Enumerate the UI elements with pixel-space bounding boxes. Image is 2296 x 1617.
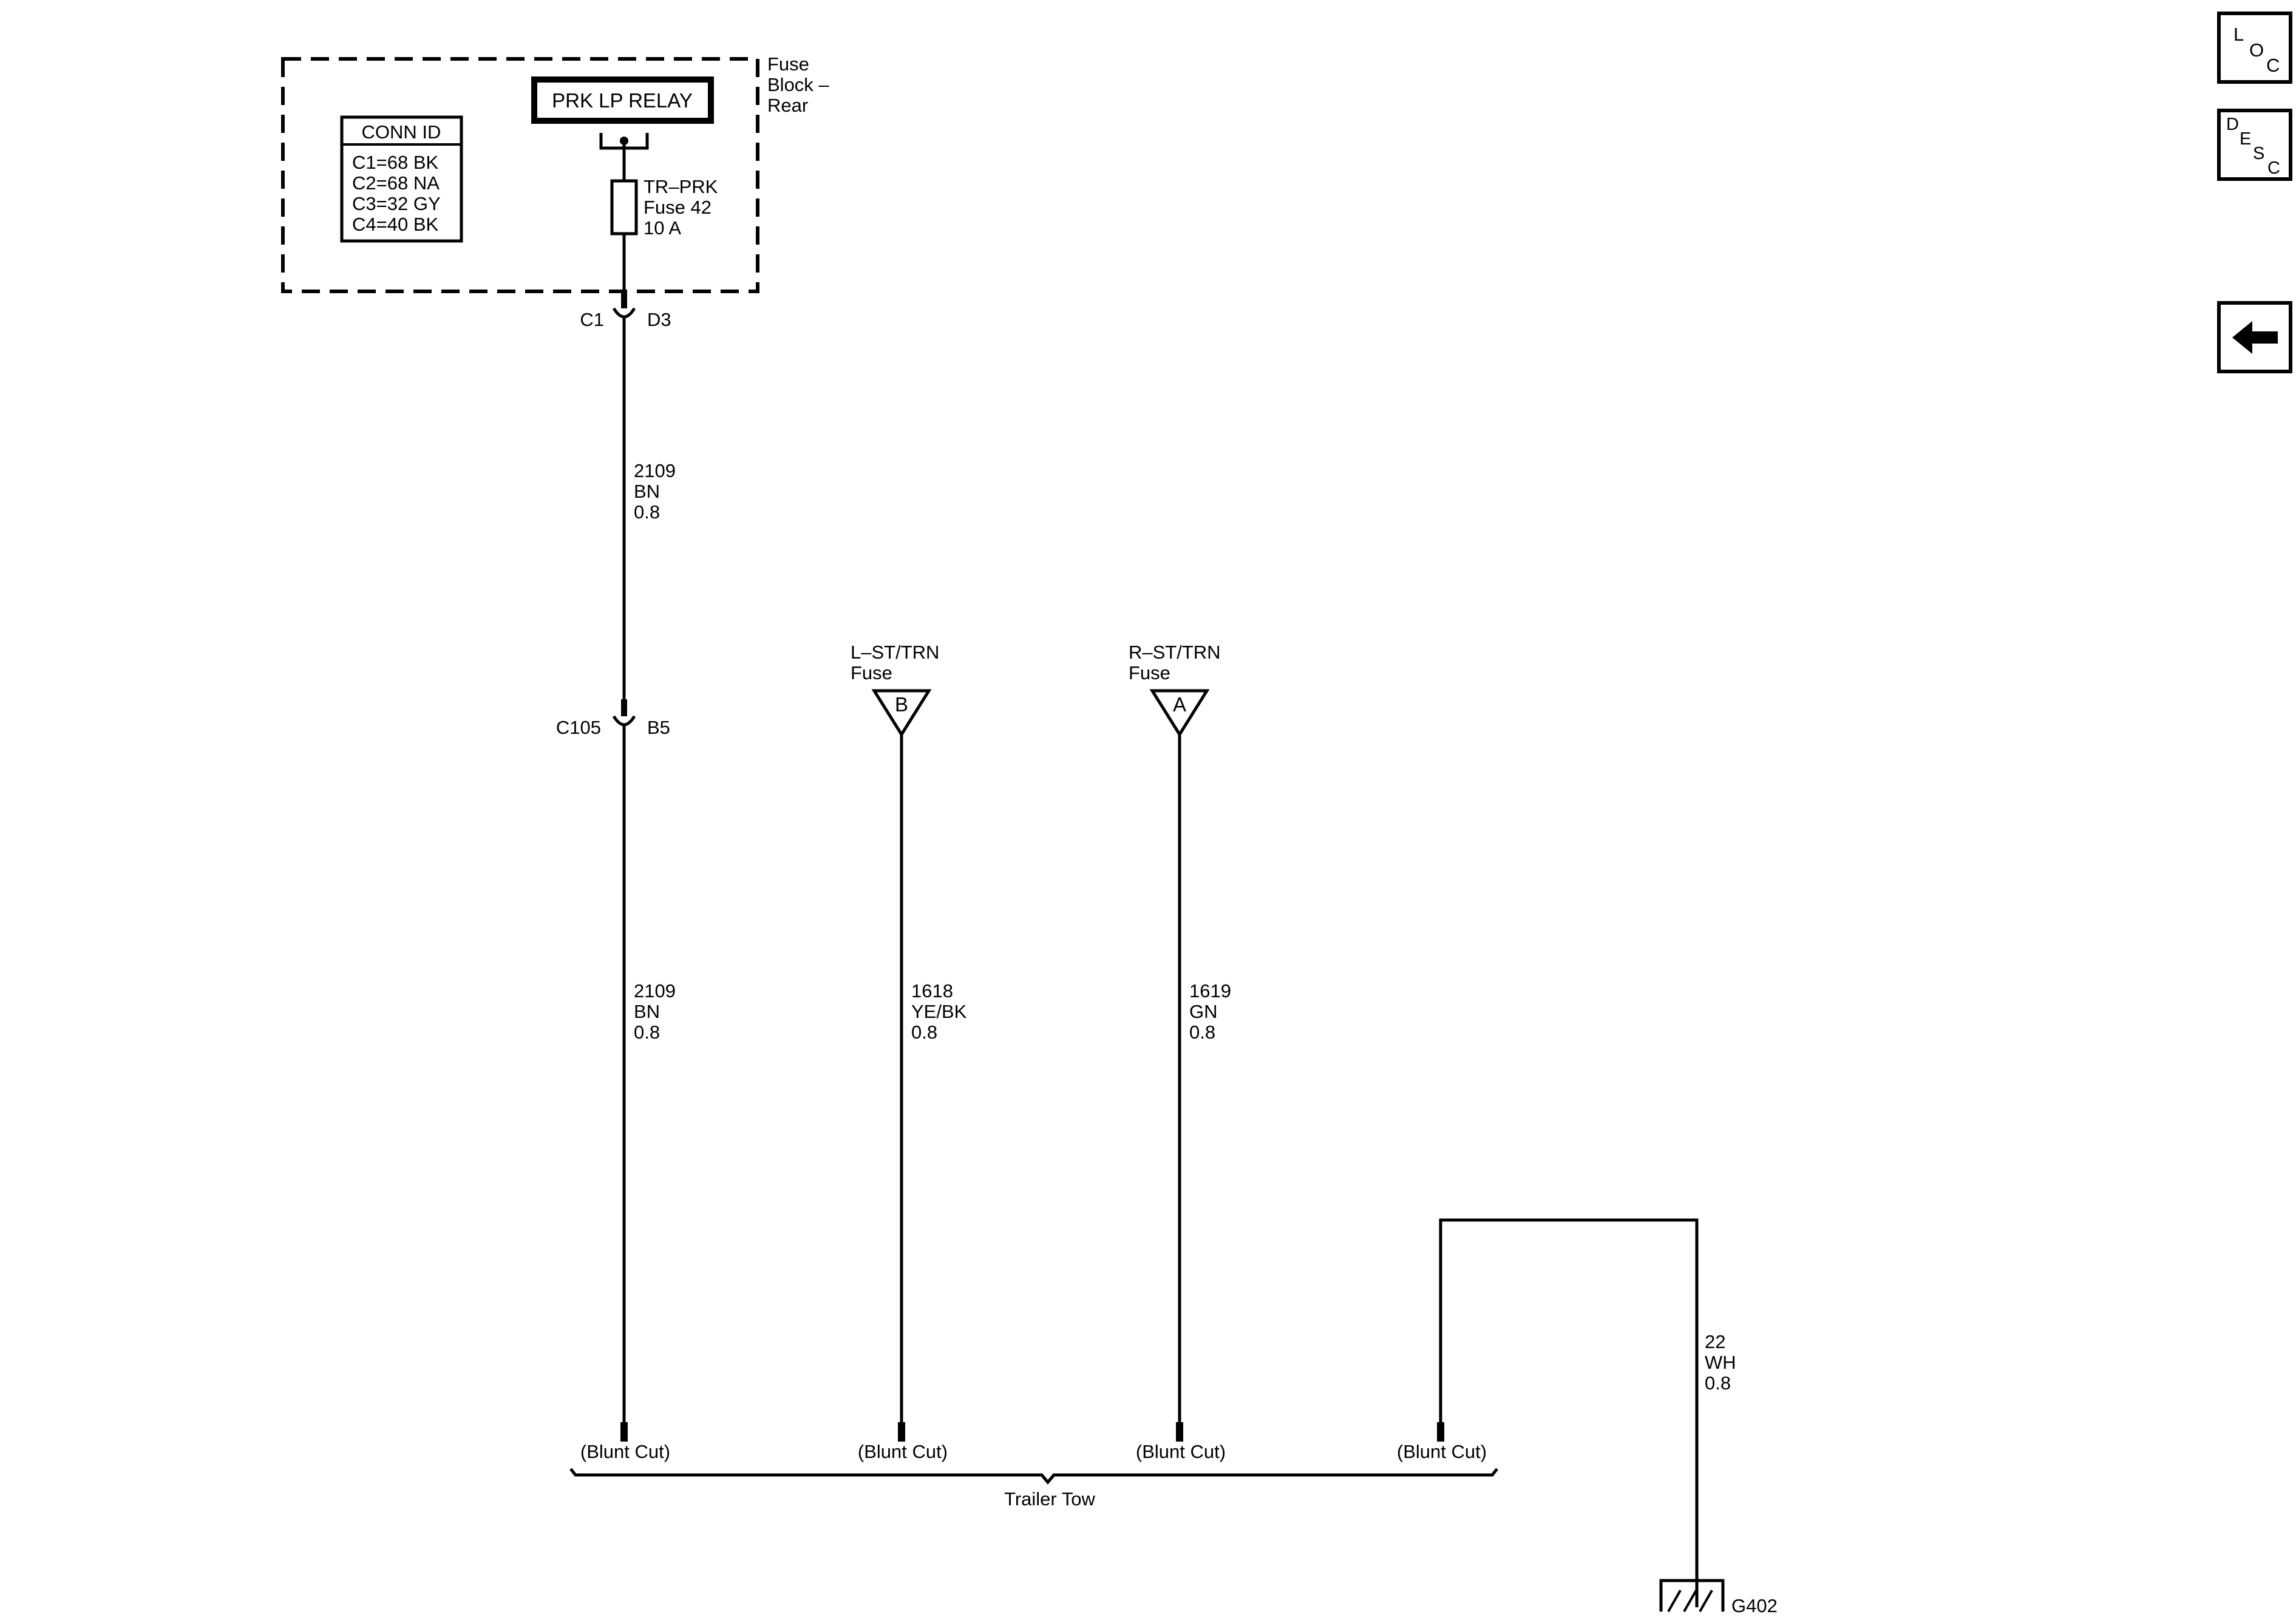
- conn-id-row: C3=32 GY: [352, 193, 441, 214]
- blunt-cut-label: (Blunt Cut): [1397, 1441, 1487, 1462]
- blunt-cut-label: (Blunt Cut): [1136, 1441, 1226, 1462]
- loc-letter: C: [2266, 55, 2280, 76]
- triangle-reference-icon: [1149, 689, 1210, 737]
- triangle-reference-icon: [871, 689, 932, 737]
- wire-label: 0.8: [634, 501, 660, 523]
- wire-label: 22: [1705, 1331, 1725, 1352]
- wire-label: 0.8: [634, 1022, 660, 1043]
- harness-label: Trailer Tow: [1004, 1488, 1095, 1510]
- fuse-ref-left-2: Fuse: [851, 662, 892, 683]
- wire-1618: L–ST/TRN Fuse B 1618 YE/BK 0.8: [851, 642, 967, 1442]
- wire-label: 1619: [1189, 980, 1231, 1002]
- ground-icon: [1659, 1579, 1725, 1612]
- blunt-cut-label: (Blunt Cut): [858, 1441, 948, 1462]
- conn-id-row: C2=68 NA: [352, 172, 440, 194]
- conn-id-header: CONN ID: [362, 121, 441, 143]
- fuse-label-2: Fuse 42: [644, 197, 712, 218]
- ground-label: G402: [1731, 1595, 1778, 1616]
- desc-letter: S: [2253, 144, 2264, 163]
- connector-c105-icon: [612, 715, 636, 727]
- wire-label: YE/BK: [911, 1001, 967, 1022]
- desc-button[interactable]: D E S C: [2217, 109, 2292, 181]
- wire-label: 0.8: [1189, 1022, 1215, 1043]
- fuse-ref-left-1: L–ST/TRN: [851, 642, 939, 663]
- wire-label: WH: [1705, 1352, 1736, 1373]
- connector-c1-icon: [612, 307, 636, 319]
- fuse-ref-right-letter: A: [1173, 693, 1186, 716]
- fuse-block-rear: Fuse Block – Rear CONN ID C1=68 BK C2=68…: [281, 53, 829, 293]
- conn-id-row: C1=68 BK: [352, 152, 439, 173]
- wire-22: 22 WH 0.8: [1437, 1218, 1736, 1607]
- harness-brace: [569, 1468, 1498, 1485]
- conn-id-table: CONN ID C1=68 BK C2=68 NA C3=32 GY C4=40…: [340, 115, 463, 243]
- relay-label: PRK LP RELAY: [552, 89, 693, 112]
- connector-c1-left: C1: [580, 309, 604, 330]
- fuse-icon: [610, 179, 638, 236]
- trailer-tow-harness: (Blunt Cut) (Blunt Cut) (Blunt Cut) (Blu…: [569, 1441, 1498, 1510]
- wire-label: 0.8: [911, 1022, 937, 1043]
- ground-g402: G402: [1659, 1579, 1778, 1616]
- fuse-block-title-2: Block –: [767, 74, 829, 95]
- wire-label: 2109: [634, 460, 676, 481]
- back-button[interactable]: [2217, 301, 2292, 373]
- wire-label: BN: [634, 481, 660, 502]
- loc-letter: O: [2249, 39, 2264, 61]
- connector-c105-left: C105: [556, 717, 601, 738]
- desc-letter: E: [2240, 129, 2251, 149]
- wire-2109: C1 D3 2109 BN 0.8 C105 B5 2109 BN 0.8: [556, 141, 676, 1442]
- desc-letter: D: [2226, 115, 2239, 134]
- fuse-label-3: 10 A: [644, 217, 681, 239]
- blunt-cut-label: (Blunt Cut): [580, 1441, 670, 1462]
- fuse-ref-left-letter: B: [895, 693, 908, 716]
- wire-label: BN: [634, 1001, 660, 1022]
- wire-label: GN: [1189, 1001, 1218, 1022]
- fuse-block-title-3: Rear: [767, 95, 808, 116]
- connector-c1-right: D3: [647, 309, 671, 330]
- wire-label: 1618: [911, 980, 953, 1002]
- fuse-label-1: TR–PRK: [644, 176, 718, 197]
- fuse-ref-right-2: Fuse: [1129, 662, 1170, 683]
- wire-label: 2109: [634, 980, 676, 1002]
- fuse-block-outline: [281, 57, 759, 293]
- fuse-block-title-1: Fuse: [767, 53, 809, 75]
- prk-lp-relay: PRK LP RELAY: [531, 76, 714, 150]
- conn-id-row: C4=40 BK: [352, 214, 439, 235]
- wire-label: 0.8: [1705, 1372, 1731, 1394]
- loc-letter: L: [2233, 24, 2244, 45]
- fuse-42: TR–PRK Fuse 42 10 A: [610, 176, 718, 239]
- fuse-ref-right-1: R–ST/TRN: [1129, 642, 1221, 663]
- desc-letter: C: [2267, 158, 2280, 178]
- left-arrow-icon: [2232, 321, 2278, 354]
- loc-button[interactable]: L O C: [2217, 12, 2292, 84]
- wire-1619: R–ST/TRN Fuse A 1619 GN 0.8: [1129, 642, 1231, 1442]
- connector-c105-right: B5: [647, 717, 670, 738]
